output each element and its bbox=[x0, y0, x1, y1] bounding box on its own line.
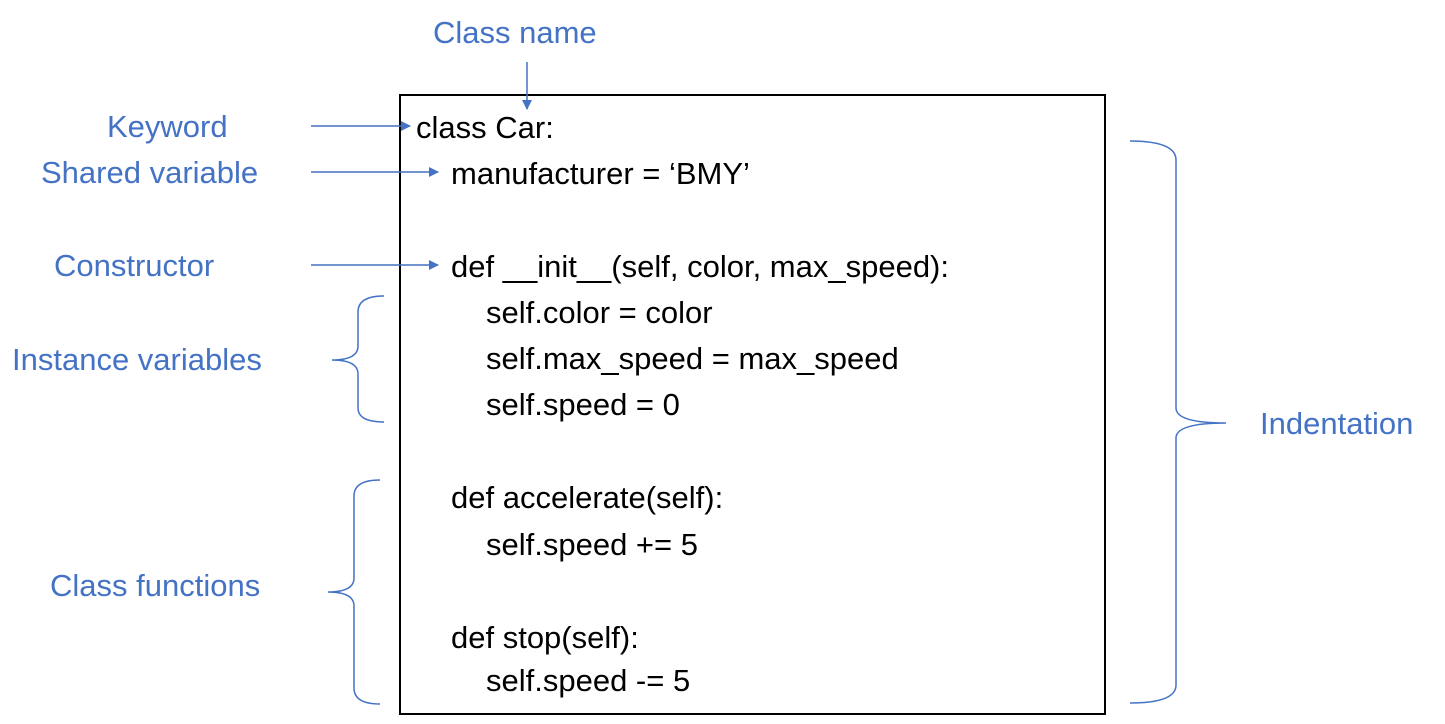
code-line-accelerate-def: def accelerate(self): bbox=[451, 480, 724, 515]
code-line-shared-variable: manufacturer = ‘BMY’ bbox=[451, 156, 750, 191]
class-name-label: Class name bbox=[433, 15, 597, 50]
keyword-label: Keyword bbox=[107, 109, 228, 144]
code-box bbox=[399, 94, 1106, 715]
code-line-class-declaration: class Car: bbox=[416, 110, 554, 145]
code-line-instance-speed: self.speed = 0 bbox=[486, 387, 680, 422]
instance-variables-brace bbox=[331, 295, 385, 423]
code-line-stop-def: def stop(self): bbox=[451, 620, 639, 655]
indentation-label: Indentation bbox=[1260, 406, 1414, 441]
constructor-label: Constructor bbox=[54, 248, 215, 283]
code-line-accelerate-body: self.speed += 5 bbox=[486, 527, 698, 562]
instance-variables-label: Instance variables bbox=[12, 342, 262, 377]
code-line-instance-color: self.color = color bbox=[486, 295, 713, 330]
indentation-brace bbox=[1129, 140, 1227, 704]
code-line-constructor: def __init__(self, color, max_speed): bbox=[451, 249, 949, 284]
shared-variable-label: Shared variable bbox=[41, 155, 259, 190]
class-functions-brace bbox=[327, 479, 381, 705]
code-line-stop-body: self.speed -= 5 bbox=[486, 663, 691, 698]
code-line-instance-max-speed: self.max_speed = max_speed bbox=[486, 341, 899, 376]
class-functions-label: Class functions bbox=[50, 568, 261, 603]
